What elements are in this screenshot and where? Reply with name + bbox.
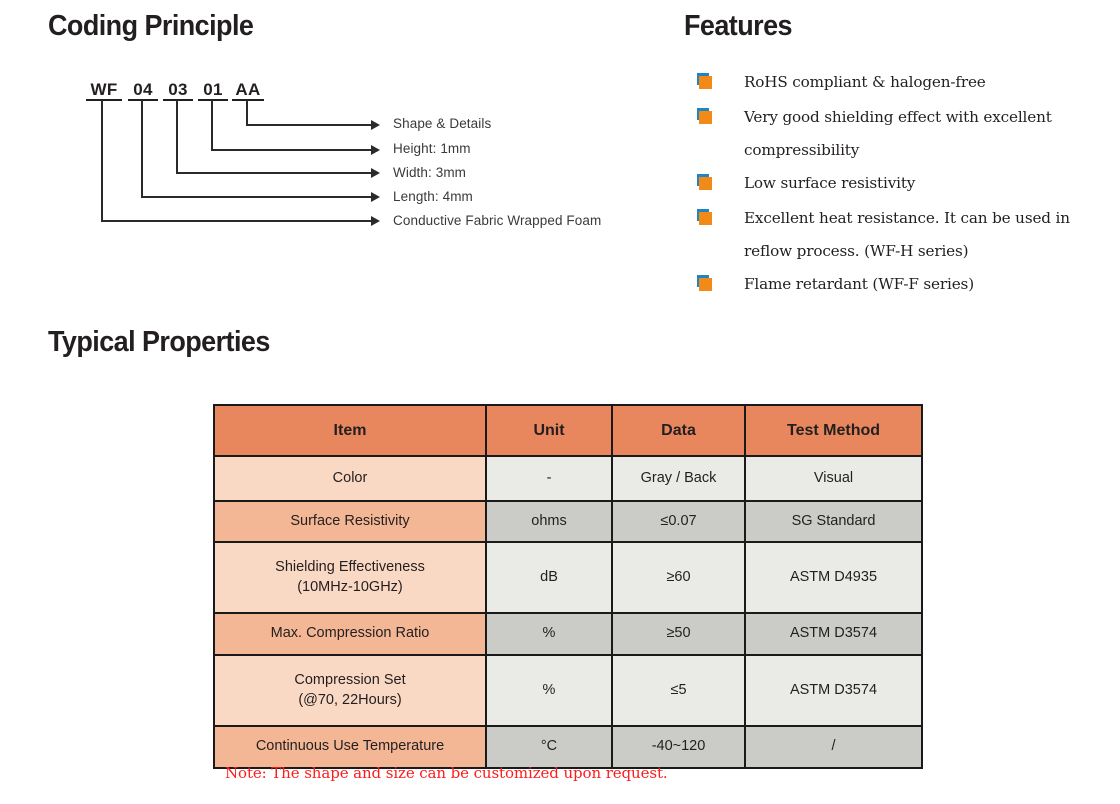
leader-horizontal-03 xyxy=(176,172,374,174)
column-header-unit: Unit xyxy=(485,404,613,457)
table-row: Compression Set(@70, 22Hours) % ≤5 ASTM … xyxy=(213,654,923,727)
leader-arrow-wf xyxy=(371,216,380,226)
cell-unit: - xyxy=(485,455,613,502)
cell-data: -40~120 xyxy=(611,725,746,769)
code-segment-04: 04 xyxy=(133,80,153,99)
cell-method: ASTM D3574 xyxy=(744,612,923,656)
code-underline-wf xyxy=(86,99,122,101)
leader-horizontal-01 xyxy=(211,149,374,151)
feature-text: Low surface resistivity xyxy=(744,174,916,192)
cell-data: ≥60 xyxy=(611,541,746,614)
page-title-features: Features xyxy=(684,10,793,42)
code-segment-01: 01 xyxy=(203,80,223,99)
column-header-data: Data xyxy=(611,404,746,457)
list-item: Flame retardant (WF-F series) xyxy=(684,268,1104,303)
coding-principle-diagram: WF 04 03 01 AA Shape & Details Height: 1… xyxy=(0,0,680,250)
cell-method: Visual xyxy=(744,455,923,502)
leader-vertical-04 xyxy=(141,100,143,197)
cell-unit: ohms xyxy=(485,500,613,543)
table-note: Note: The shape and size can be customiz… xyxy=(225,764,668,782)
leader-horizontal-04 xyxy=(141,196,374,198)
cell-data: Gray / Back xyxy=(611,455,746,502)
column-header-test-method: Test Method xyxy=(744,404,923,457)
cell-method: SG Standard xyxy=(744,500,923,543)
cell-item: Surface Resistivity xyxy=(213,500,487,543)
leader-horizontal-wf xyxy=(101,220,374,222)
code-segment-aa: AA xyxy=(235,80,261,99)
feature-text: Excellent heat resistance. It can be use… xyxy=(744,209,1070,260)
callout-label-height: Height: 1mm xyxy=(393,141,471,156)
cell-method: ASTM D3574 xyxy=(744,654,923,727)
cell-item: Color xyxy=(213,455,487,502)
code-segment-03: 03 xyxy=(168,80,188,99)
code-segment-wf: WF xyxy=(90,80,118,99)
page-title-coding-principle: Coding Principle xyxy=(48,10,254,42)
page-title-typical-properties: Typical Properties xyxy=(48,326,270,358)
callout-label-length: Length: 4mm xyxy=(393,189,473,204)
code-underline-01 xyxy=(198,99,228,101)
list-item: RoHS compliant & halogen-free xyxy=(684,66,1104,101)
features-list: RoHS compliant & halogen-free Very good … xyxy=(684,66,1104,303)
leader-horizontal-aa xyxy=(246,124,374,126)
table-row: Continuous Use Temperature °C -40~120 / xyxy=(213,725,923,769)
callout-label-shape: Shape & Details xyxy=(393,116,492,131)
cell-item: Shielding Effectiveness(10MHz-10GHz) xyxy=(213,541,487,614)
cell-item: Continuous Use Temperature xyxy=(213,725,487,769)
orange-square-bullet-icon xyxy=(684,68,714,101)
cell-unit: dB xyxy=(485,541,613,614)
list-item: Excellent heat resistance. It can be use… xyxy=(684,202,1104,268)
cell-item: Max. Compression Ratio xyxy=(213,612,487,656)
orange-square-bullet-icon xyxy=(684,103,714,136)
table-header-row: Item Unit Data Test Method xyxy=(213,404,923,457)
feature-text: Flame retardant (WF-F series) xyxy=(744,275,974,293)
table-row: Color - Gray / Back Visual xyxy=(213,455,923,502)
leader-vertical-aa xyxy=(246,100,248,125)
table-row: Max. Compression Ratio % ≥50 ASTM D3574 xyxy=(213,612,923,656)
cell-data: ≤5 xyxy=(611,654,746,727)
cell-unit: % xyxy=(485,654,613,727)
table-row: Surface Resistivity ohms ≤0.07 SG Standa… xyxy=(213,500,923,543)
orange-square-bullet-icon xyxy=(684,204,714,237)
typical-properties-table: Item Unit Data Test Method Color - Gray … xyxy=(213,404,923,769)
table-row: Shielding Effectiveness(10MHz-10GHz) dB … xyxy=(213,541,923,614)
cell-data: ≥50 xyxy=(611,612,746,656)
list-item: Very good shielding effect with excellen… xyxy=(684,101,1104,167)
callout-label-width: Width: 3mm xyxy=(393,165,467,180)
feature-text: RoHS compliant & halogen-free xyxy=(744,73,986,91)
orange-square-bullet-icon xyxy=(684,270,714,303)
orange-square-bullet-icon xyxy=(684,169,714,202)
leader-arrow-03 xyxy=(371,168,380,178)
leader-arrow-04 xyxy=(371,192,380,202)
code-underline-04 xyxy=(128,99,158,101)
leader-vertical-01 xyxy=(211,100,213,150)
leader-arrow-01 xyxy=(371,145,380,155)
cell-unit: °C xyxy=(485,725,613,769)
feature-text: Very good shielding effect with excellen… xyxy=(744,108,1052,159)
callout-label-material: Conductive Fabric Wrapped Foam xyxy=(393,213,602,228)
column-header-item: Item xyxy=(213,404,487,457)
cell-method: ASTM D4935 xyxy=(744,541,923,614)
cell-method: / xyxy=(744,725,923,769)
leader-arrow-aa xyxy=(371,120,380,130)
leader-vertical-03 xyxy=(176,100,178,173)
cell-data: ≤0.07 xyxy=(611,500,746,543)
cell-unit: % xyxy=(485,612,613,656)
code-underline-aa xyxy=(232,99,264,101)
leader-vertical-wf xyxy=(101,100,103,221)
code-underline-03 xyxy=(163,99,193,101)
list-item: Low surface resistivity xyxy=(684,167,1104,202)
cell-item: Compression Set(@70, 22Hours) xyxy=(213,654,487,727)
